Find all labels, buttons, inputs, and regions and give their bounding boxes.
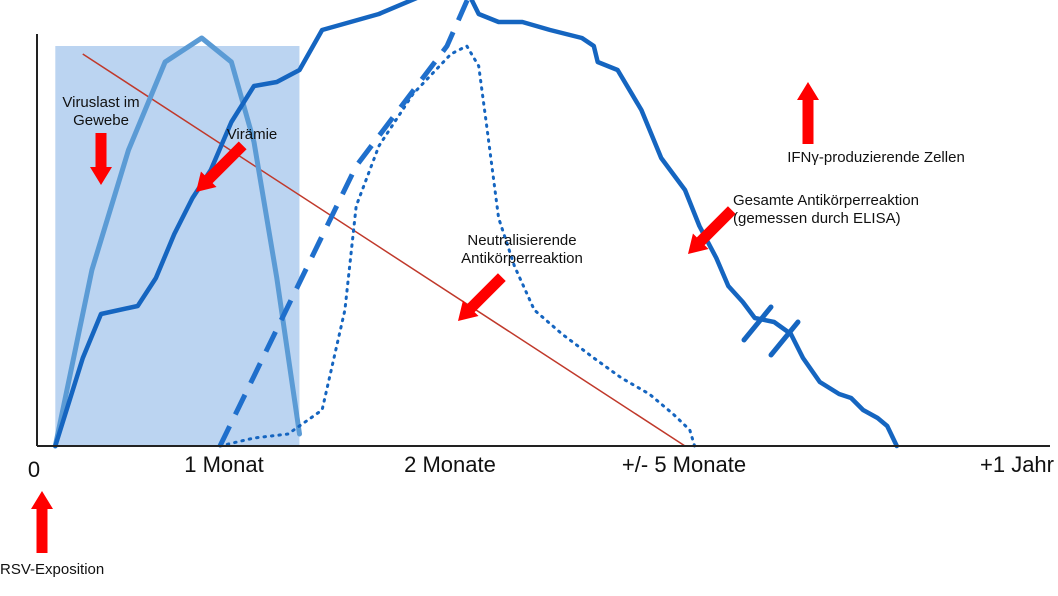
series-line-ifn_gamma (217, 0, 470, 448)
annotation-exposure: RSV-Exposition (0, 561, 104, 578)
arrow-ifn (797, 82, 819, 144)
annotation-line: Virämie (227, 126, 278, 143)
x-tick-label: 0 (28, 457, 40, 482)
annotation-ifn: IFNγ-produzierende Zellen (787, 149, 965, 166)
annotation-line: Gesamte Antikörperreaktion (733, 192, 919, 209)
x-tick-label: 1 Monat (184, 452, 264, 477)
annotation-total: Gesamte Antikörperreaktion(gemessen durc… (733, 192, 919, 227)
x-tick-label: 2 Monate (404, 452, 496, 477)
arrow-neutral (458, 273, 506, 321)
arrow-tissue (90, 133, 112, 185)
axes-group (36, 34, 1050, 447)
trend-line (82, 53, 686, 447)
arrow-exposure (31, 491, 53, 553)
arrows-group (31, 82, 819, 553)
x-tick-label: +/- 5 Monate (622, 452, 746, 477)
arrow-total (688, 206, 736, 254)
annotation-line: IFNγ-produzierende Zellen (787, 149, 965, 166)
arrow-viremia (196, 141, 247, 192)
annotation-line: Gewebe (73, 112, 129, 129)
series-line-neutralizing (218, 44, 697, 448)
trend-line-group (82, 53, 686, 447)
red-arrow-shape (31, 491, 53, 553)
red-arrow-shape (458, 273, 506, 321)
tissue-load-box-group (55, 46, 300, 446)
x-tick-labels: 0 1 Monat 2 Monate +/- 5 Monate +1 Jahr (28, 452, 1054, 482)
red-arrow-shape (196, 141, 247, 192)
annotation-line: RSV-Exposition (0, 561, 104, 578)
series-line-viremia (52, 35, 302, 449)
annotation-line: Antikörperreaktion (461, 250, 583, 267)
axis-break-mark (768, 319, 801, 358)
red-arrow-shape (688, 206, 736, 254)
red-arrow-shape (90, 133, 112, 185)
tissue-viral-load-box (55, 46, 300, 446)
axis-break-group (741, 304, 801, 358)
annotation-line: (gemessen durch ELISA) (733, 210, 901, 227)
annotation-viremia: Virämie (227, 126, 278, 143)
annotation-line: Viruslast im (62, 94, 139, 111)
x-tick-label: +1 Jahr (980, 452, 1054, 477)
axis-break-mark (741, 304, 774, 343)
annotation-line: Neutralisierende (467, 232, 576, 249)
red-arrow-shape (797, 82, 819, 144)
